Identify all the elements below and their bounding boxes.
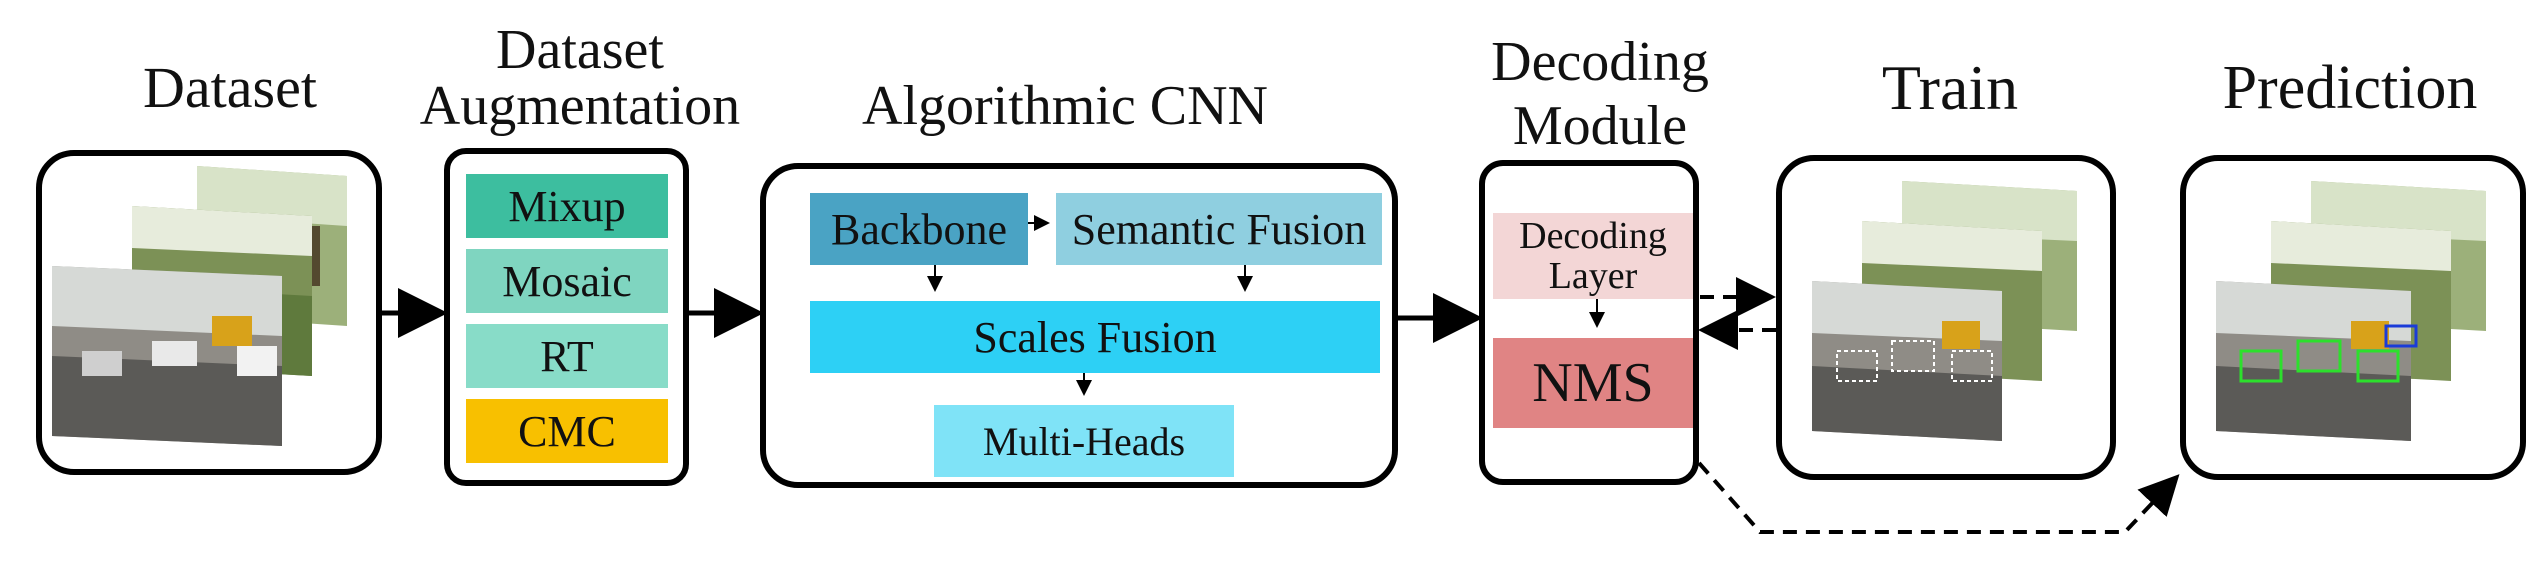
augmentation-item-mixup: Mixup — [466, 174, 668, 238]
decoding-title: Decoding Module — [1450, 30, 1750, 158]
decoding-title-line1: Decoding — [1491, 31, 1709, 93]
cnn-title: Algorithmic CNN — [862, 75, 1268, 137]
augmentation-item-cmc: CMC — [466, 399, 668, 463]
augmentation-item-mosaic: Mosaic — [466, 249, 668, 313]
decoding-box: Decoding Layer NMS — [1479, 160, 1699, 485]
augmentation-box: Mixup Mosaic RT CMC — [444, 148, 689, 486]
prediction-box — [2180, 155, 2526, 480]
train-title: Train — [1881, 52, 2019, 123]
decoding-layer-line1: Decoding — [1519, 215, 1667, 257]
dataset-images-icon — [52, 166, 347, 446]
scales-fusion-block: Scales Fusion — [810, 301, 1380, 373]
dataset-box — [36, 150, 382, 475]
decoding-title-line2: Module — [1512, 95, 1688, 157]
augmentation-title-line2: Augmentation — [419, 75, 741, 137]
prediction-images-icon — [2216, 181, 2486, 441]
augmentation-item-rt: RT — [466, 324, 668, 388]
dataset-image-stack — [42, 156, 376, 469]
prediction-title: Prediction — [2222, 54, 2478, 122]
decoding-layer-line2: Layer — [1548, 255, 1638, 297]
augmentation-title: Dataset Augmentation — [400, 22, 760, 134]
train-box — [1776, 155, 2116, 480]
nms-block: NMS — [1493, 338, 1693, 428]
multi-heads-block: Multi-Heads — [934, 405, 1234, 477]
augmentation-title-line1: Dataset — [496, 19, 664, 81]
semantic-fusion-block: Semantic Fusion — [1056, 193, 1382, 265]
decoding-layer-block: Decoding Layer — [1493, 213, 1693, 299]
cnn-box: Backbone Semantic Fusion Scales Fusion M… — [760, 163, 1398, 488]
backbone-block: Backbone — [810, 193, 1028, 265]
dataset-title: Dataset — [143, 55, 317, 120]
train-images-icon — [1812, 181, 2077, 441]
